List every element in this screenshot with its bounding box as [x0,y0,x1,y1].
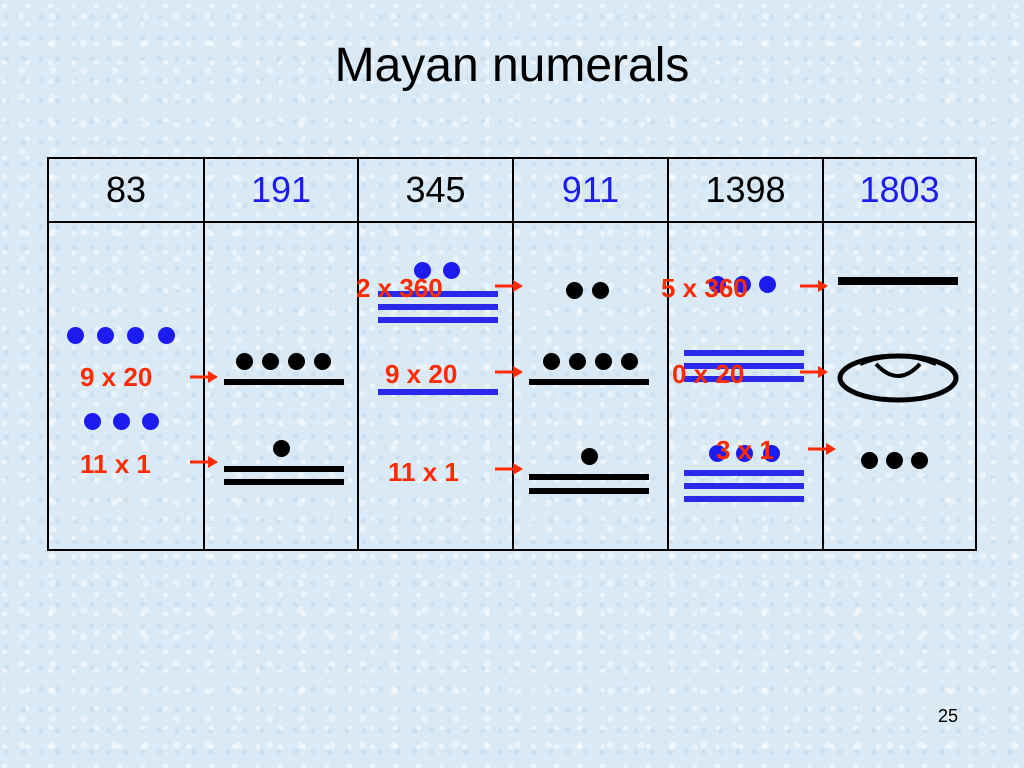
blue-bar [684,470,804,476]
blue-bar [378,317,498,323]
arrow-right-icon [495,366,523,378]
label-9x20: 9 x 20 [385,359,458,389]
black-bar [224,466,344,472]
black-dot [236,353,253,370]
black-dot [621,353,638,370]
header-83: 83 [105,169,147,210]
blue-dot [84,413,101,430]
black-bar [224,479,344,485]
blue-bar [378,291,498,297]
header-row: 83 191 345 911 1398 1803 [49,159,975,223]
blue-dot [142,413,159,430]
black-dot [911,452,928,469]
black-bar [838,277,958,285]
label-9x20: 9 x 20 [80,362,153,392]
blue-dot [443,262,460,279]
black-bar [529,379,649,385]
blue-dot [97,327,114,344]
arrow-right-icon [190,456,218,468]
blue-dot [113,413,130,430]
blue-bar [684,496,804,502]
header-911: 911 [561,169,620,210]
slide-title: Mayan numerals [334,39,690,92]
blue-dot [158,327,175,344]
black-dot [595,353,612,370]
black-dot [592,282,609,299]
blue-bar [378,389,498,395]
column-divider [357,159,359,549]
header-191: 191 [250,169,312,210]
black-dot [861,452,878,469]
black-dot [581,448,598,465]
blue-bar [684,363,804,369]
label-3x1: 3 x 1 [716,435,774,465]
blue-dot [414,262,431,279]
blue-bar [684,350,804,356]
black-dot [566,282,583,299]
column-divider [203,159,205,549]
blue-dot [127,327,144,344]
black-dot [262,353,279,370]
header-1803: 1803 [859,169,940,210]
label-11x1: 11 x 1 [388,457,459,487]
blue-dot [736,445,753,462]
black-bar [529,488,649,494]
blue-bar [684,483,804,489]
arrow-right-icon [800,366,828,378]
black-dot [314,353,331,370]
black-dot [886,452,903,469]
black-dot [288,353,305,370]
label-11x1: 11 x 1 [80,449,151,479]
label-5x360: 5 x 360 [661,273,748,303]
label-0x20: 0 x 20 [672,359,745,389]
blue-bar [684,376,804,382]
black-bar [529,474,649,480]
page-number: 25 [938,706,959,726]
shell-zero-icon [837,353,959,403]
blue-dot [734,276,751,293]
arrow-right-icon [800,280,828,292]
arrow-right-icon [495,280,523,292]
column-divider [512,159,514,549]
arrow-right-icon [808,443,836,455]
blue-dot [709,276,726,293]
blue-dot [709,445,726,462]
header-1398: 1398 [705,169,786,210]
label-2x360: 2 x 360 [356,273,443,303]
column-divider [822,159,824,549]
blue-dot [759,276,776,293]
numeral-table: 83 191 345 911 1398 1803 [47,157,977,551]
header-345: 345 [405,169,466,210]
blue-dot [67,327,84,344]
black-dot [543,353,560,370]
black-dot [569,353,586,370]
blue-dot [763,445,780,462]
arrow-right-icon [190,371,218,383]
blue-bar [378,304,498,310]
black-bar [224,379,344,385]
column-divider [667,159,669,549]
arrow-right-icon [495,463,523,475]
black-dot [273,440,290,457]
